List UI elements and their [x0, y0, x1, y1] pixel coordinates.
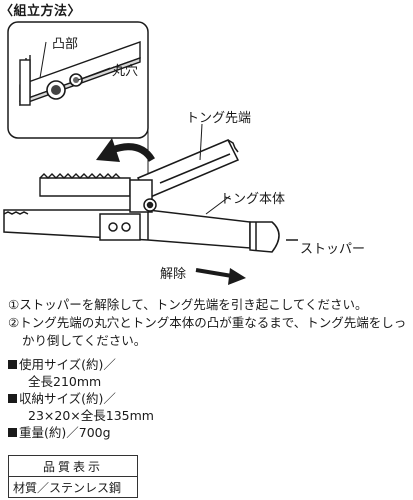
weight-spec: 重量(約)／700g — [8, 425, 111, 441]
storage-size-label: 収納サイズ(約)／ — [8, 391, 116, 407]
tong-tip-serrated — [39, 173, 131, 197]
storage-size-value: 23×20×全長135mm — [28, 408, 154, 423]
bump-label: 凸部 — [52, 37, 79, 52]
quality-table: 品質表示 材質／ステンレス鋼 — [8, 455, 138, 498]
bullet-square-icon — [8, 360, 17, 369]
inset-holes — [46, 73, 83, 100]
bullet-square-icon — [8, 428, 17, 437]
inset-frame — [7, 21, 149, 139]
assembly-diagram — [3, 21, 298, 285]
material-cell: 材質／ステンレス鋼 — [8, 476, 138, 498]
quality-header: 品質表示 — [8, 455, 138, 477]
tong-tip-label: トング先端 — [186, 111, 252, 126]
tong-body-label: トング本体 — [220, 192, 286, 207]
tong-body — [3, 209, 251, 249]
bullet-square-icon — [8, 394, 17, 403]
stopper — [249, 221, 298, 253]
instruction-step-2-cont: かり倒してください。 — [22, 333, 147, 348]
round-hole-label: 丸穴 — [112, 64, 139, 79]
rotate-arrow-icon — [96, 138, 156, 163]
hinge — [129, 179, 157, 213]
release-label: 解除 — [160, 267, 187, 282]
section-title: 〈組立方法〉 — [0, 4, 82, 19]
instruction-step-2: ②トング先端の丸穴とトング本体の凸が重なるまで、トング先端をしっ — [8, 315, 407, 330]
stopper-label: ストッパー — [300, 242, 366, 257]
usage-size-value: 全長210mm — [28, 374, 102, 389]
instruction-step-1: ①ストッパーを解除して、トング先端を引き起こしてください。 — [8, 297, 368, 312]
release-arrow-icon — [195, 268, 246, 285]
usage-size-label: 使用サイズ(約)／ — [8, 357, 116, 373]
